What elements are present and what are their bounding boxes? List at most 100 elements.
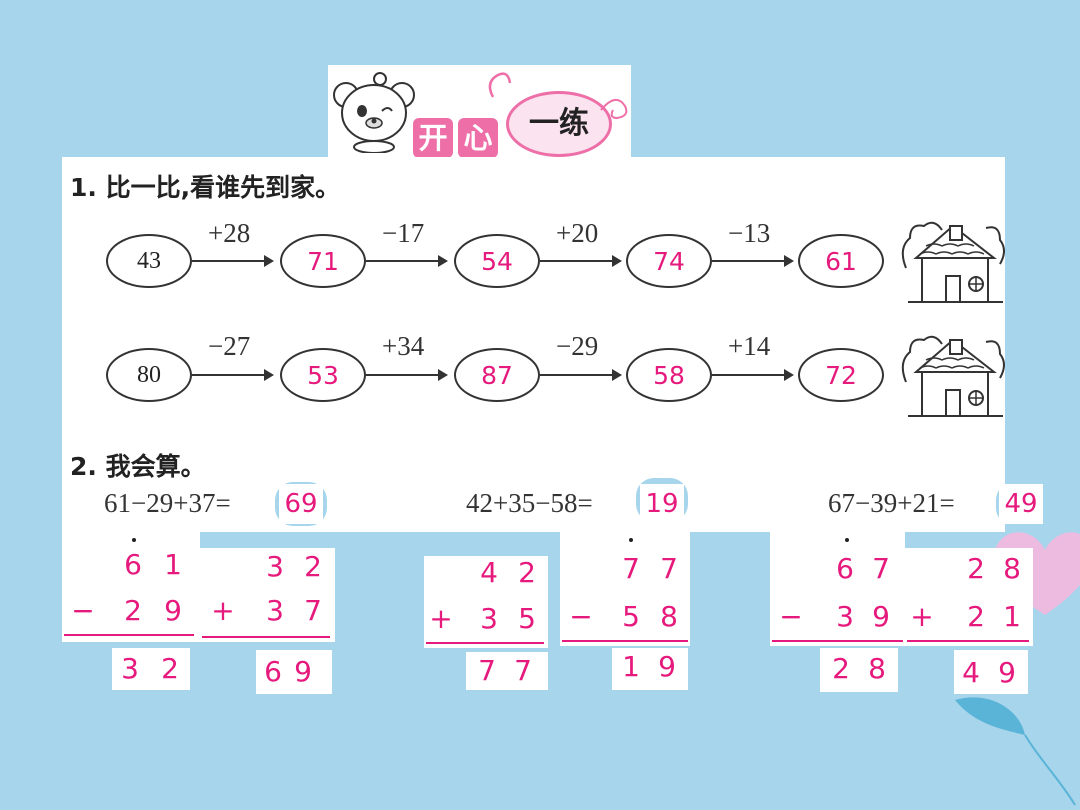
calc-digit: 7: [304, 594, 322, 627]
operation-label: −13: [728, 218, 771, 248]
calc-operator: +: [429, 602, 453, 635]
calc-digit: 2: [304, 550, 322, 583]
start-circle-row2: 80: [106, 348, 192, 402]
calc-digit: 8: [1003, 552, 1021, 585]
arrow: [712, 369, 794, 381]
calc-digit: 2: [518, 556, 536, 589]
equation-3: 67−39+21=: [828, 488, 955, 518]
equation-2-answer: 19: [640, 484, 684, 524]
vertical-calc: 3 2 + 3 7: [200, 548, 335, 642]
calc-digit: 5: [518, 602, 536, 635]
balloon-decoration-icon: [955, 697, 1076, 806]
answer-value: 87: [469, 360, 525, 392]
answer-circle: 53: [280, 348, 366, 402]
calc-digit: 3: [266, 594, 284, 627]
operation-label: −17: [382, 218, 425, 248]
banner-char-2: 心: [458, 118, 498, 158]
operation-label: +34: [382, 331, 425, 361]
calc-digit: 4: [962, 656, 980, 689]
question-2-title: 2. 我会算。: [70, 452, 206, 481]
answer-value: 53: [295, 360, 351, 392]
calc-digit: 9: [998, 656, 1016, 689]
calc-operator: −: [779, 600, 803, 633]
equation-3-answer: 49: [999, 484, 1043, 524]
answer-value: 71: [295, 246, 351, 278]
arrow: [192, 255, 274, 267]
calc-digit: 2: [161, 652, 179, 685]
calc-digit: 8: [868, 652, 886, 685]
equation-1: 61−29+37=: [104, 488, 231, 518]
arrow: [540, 369, 622, 381]
answer-circle: 61: [798, 234, 884, 288]
calc-digit: 9: [658, 650, 676, 683]
question-1-title: 1. 比一比,看谁先到家。: [70, 173, 341, 202]
operation-label: −29: [556, 331, 599, 361]
calc-digit: 9: [872, 600, 890, 633]
answer-value: 72: [813, 360, 869, 392]
swirl-icon: [600, 99, 628, 120]
operation-label: +14: [728, 331, 771, 361]
calc-digit: 1: [164, 548, 182, 581]
arrow: [540, 255, 622, 267]
answer-value: 74: [641, 246, 697, 278]
operation-label: +20: [556, 218, 599, 248]
equation-2: 42+35−58=: [466, 488, 593, 518]
house-icon: [901, 335, 1005, 417]
calc-digit: 2: [124, 594, 142, 627]
question-2-sheet: [62, 432, 1005, 532]
answer-circle: 72: [798, 348, 884, 402]
ribbon-icon: [488, 72, 512, 98]
calc-digit: 6: [836, 552, 854, 585]
calc-digit: 2: [967, 552, 985, 585]
equation-1-answer: 69: [279, 484, 323, 524]
calc-digit: 7: [872, 552, 890, 585]
calc-digit: 3: [836, 600, 854, 633]
answer-circle: 71: [280, 234, 366, 288]
calc-digit: 6: [124, 548, 142, 581]
vertical-calc: 6 1 − 2 9: [62, 532, 200, 642]
calc-result: 6 9: [256, 650, 332, 694]
calc-result: 2 8: [820, 648, 898, 692]
calc-result: 4 9: [954, 650, 1028, 694]
vertical-calc: 6 7 − 3 9: [770, 532, 905, 646]
answer-circle: 87: [454, 348, 540, 402]
calc-digit: 6: [264, 655, 282, 688]
calc-digit: 7: [478, 654, 496, 687]
calc-operator: +: [910, 600, 934, 633]
bear-mascot-icon: [333, 72, 415, 153]
vertical-calc: 2 8 + 2 1: [905, 548, 1033, 646]
calc-digit: 4: [480, 556, 498, 589]
calc-digit: 3: [266, 550, 284, 583]
calc-digit: 8: [660, 600, 678, 633]
answer-circle: 58: [626, 348, 712, 402]
vertical-calc: 4 2 + 3 5: [424, 556, 548, 648]
calc-digit: 2: [967, 600, 985, 633]
calc-digit: 7: [514, 654, 532, 687]
calc-result: 1 9: [612, 648, 688, 690]
arrow: [366, 255, 448, 267]
answer-value: 54: [469, 246, 525, 278]
answer-circle: 74: [626, 234, 712, 288]
calc-digit: 7: [622, 552, 640, 585]
calc-digit: 3: [480, 602, 498, 635]
start-circle-row1: 43: [106, 234, 192, 288]
arrow: [366, 369, 448, 381]
banner-char-1: 开: [413, 118, 453, 158]
operation-label: +28: [208, 218, 251, 248]
vertical-calc: 7 7 − 5 8: [560, 532, 690, 646]
calc-result: 7 7: [466, 652, 548, 690]
banner-oval-title: 一练: [506, 91, 612, 157]
calc-operator: −: [71, 594, 95, 627]
calc-digit: 9: [294, 655, 312, 688]
calc-operator: +: [211, 594, 235, 627]
start-value-row1: 43: [137, 248, 161, 274]
calc-digit: 2: [832, 652, 850, 685]
arrow: [712, 255, 794, 267]
calc-digit: 3: [121, 652, 139, 685]
start-value-row2: 80: [137, 362, 161, 388]
calc-operator: −: [569, 600, 593, 633]
arrow: [192, 369, 274, 381]
calc-result: 3 2: [112, 648, 190, 690]
answer-circle: 54: [454, 234, 540, 288]
calc-digit: 5: [622, 600, 640, 633]
